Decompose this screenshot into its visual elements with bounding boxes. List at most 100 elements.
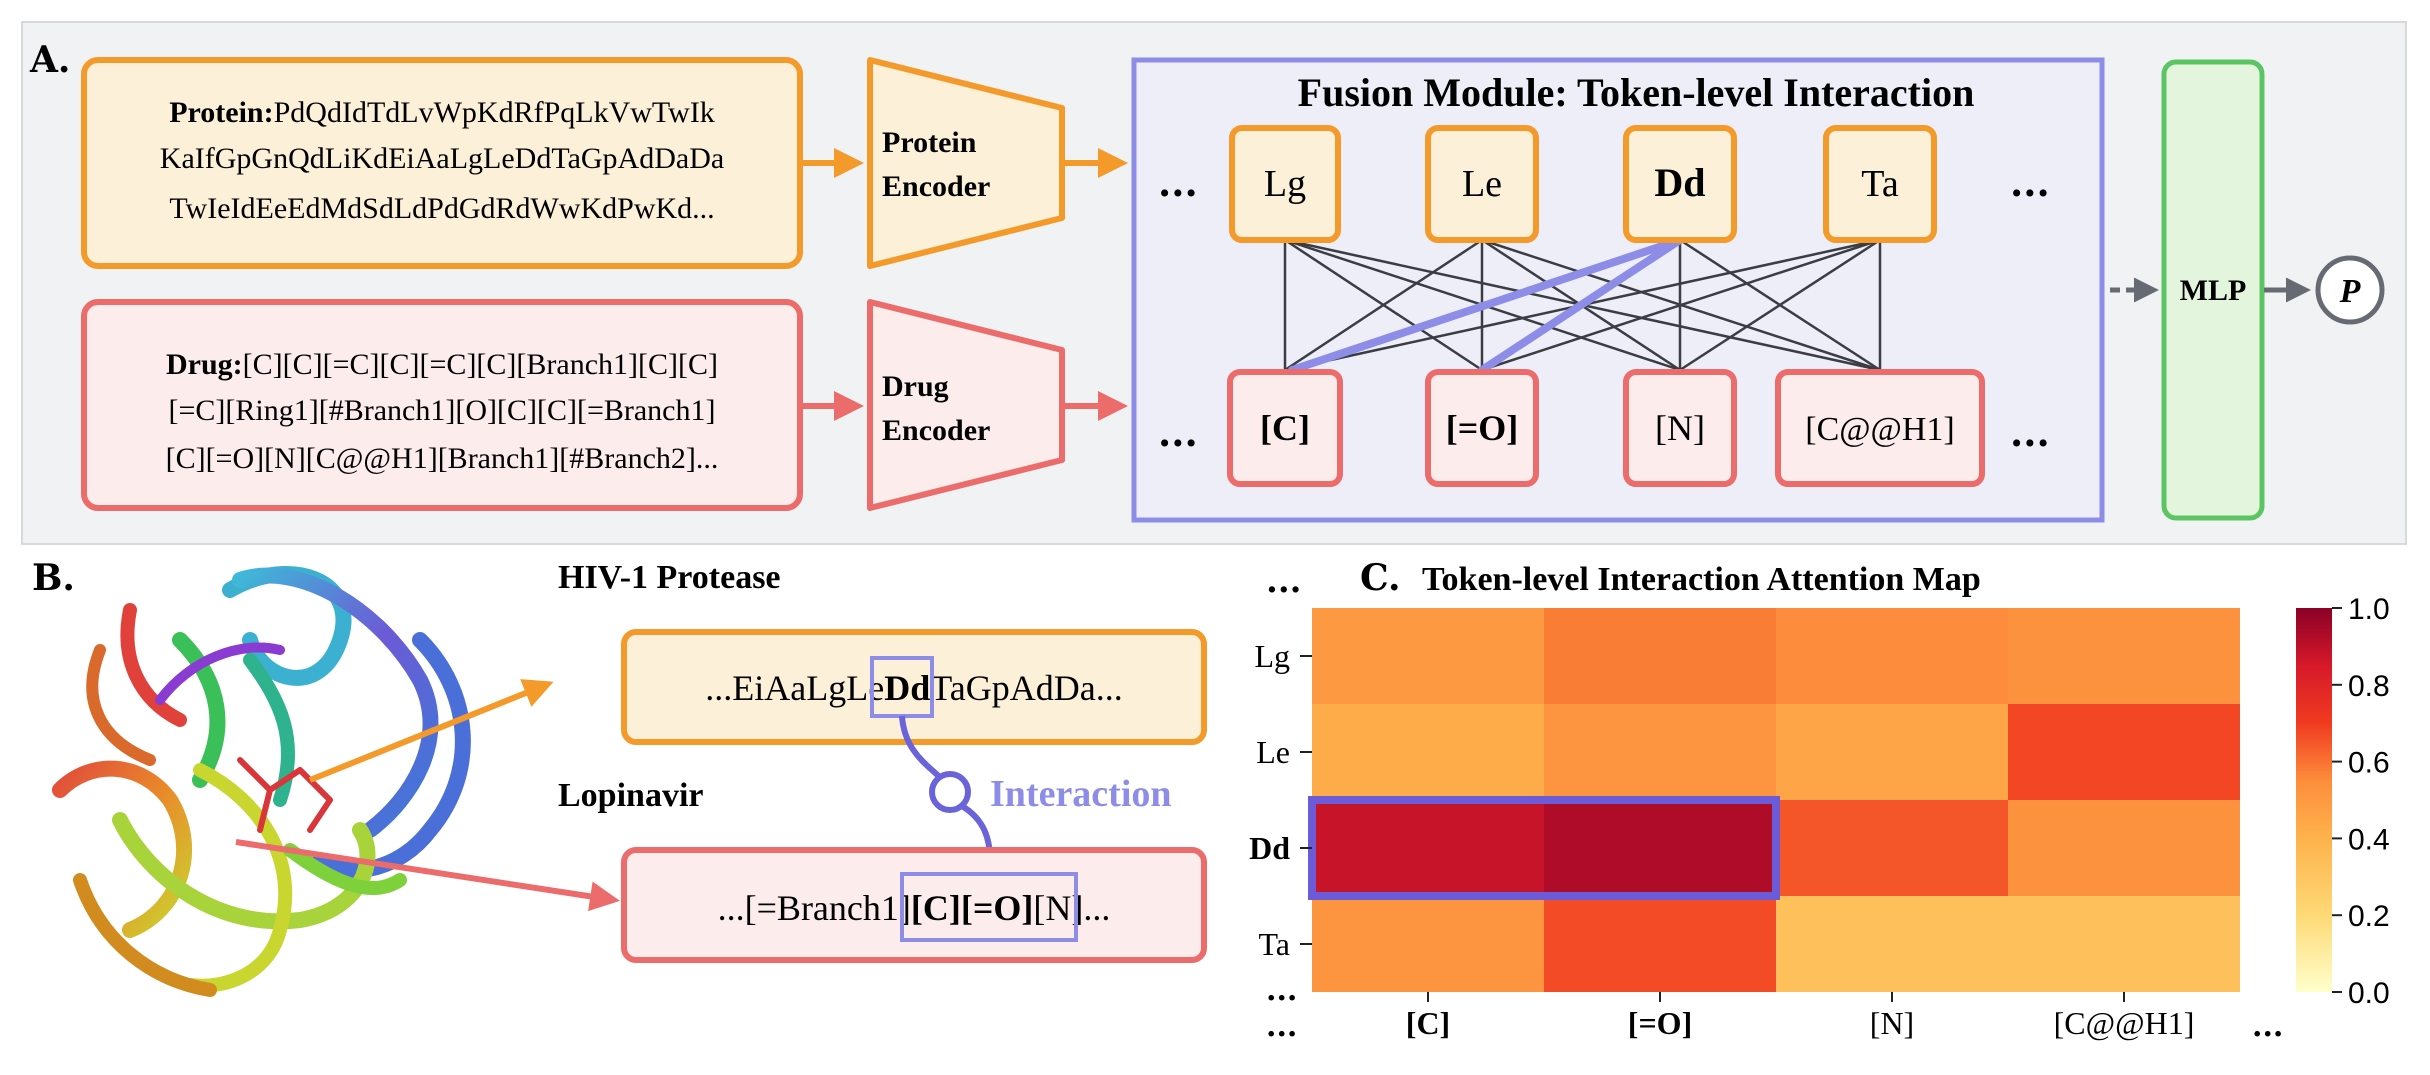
panel-a: A. Protein:PdQdIdTdLvWpKdRfPqLkVwTwIk Ka…	[21, 21, 2407, 545]
colorbar-tick-label: 0.0	[2348, 977, 2390, 1010]
heatmap-column-label: [=O]	[1628, 1005, 1692, 1041]
heatmap-cell	[1544, 704, 1776, 800]
heatmap-row-label: Dd	[1249, 830, 1290, 866]
protein-token-highlighted: Dd	[1654, 160, 1705, 205]
heatmap-row-label: Ta	[1258, 926, 1290, 962]
heatmap-row-label: Le	[1256, 734, 1290, 770]
heatmap-cell	[1776, 800, 2008, 896]
fusion-top-right-ellipsis: ...	[2010, 160, 2050, 205]
drug-sequence-line-3: [C][=O][N][C@@H1][Branch1][#Branch2]...	[166, 442, 719, 475]
output-node	[2315, 255, 2385, 325]
drug-encoder-label-2: Encoder	[882, 414, 990, 447]
protein-encoder-label-1: Protein	[882, 126, 977, 159]
heatmap-row-labels: LgLeDdTa	[1249, 638, 1312, 962]
panel-c-top-ellipsis: ...	[1266, 561, 1302, 601]
drug-subsequence-pre: ...[=Branch1]	[718, 888, 911, 928]
heatmap-cell	[2008, 800, 2240, 896]
drug-pointer-arrow	[235, 839, 620, 912]
heatmap-cell	[1312, 704, 1544, 800]
colorbar	[2296, 608, 2332, 992]
interaction-node	[929, 771, 971, 813]
drug-encoder-label-1: Drug	[882, 370, 949, 403]
colorbar-ticks: 0.0 0.2 0.4 0.6 0.8 1.0	[2332, 593, 2390, 1010]
drug-token: [C@@H1]	[1805, 411, 1955, 448]
panel-b-label: B.	[32, 557, 75, 599]
drug-name: Lopinavir	[558, 777, 703, 814]
heatmap-bottom-row-ellipsis: ...	[1266, 973, 1297, 1008]
drug-sequence-line-1: Drug:[C][C][=C][C][=C][C][Branch1][C][C]	[166, 348, 718, 381]
protein-line1-text: PdQdIdTdLvWpKdRfPqLkVwTwIk	[274, 96, 715, 129]
protein-name: HIV-1 Protease	[558, 559, 781, 596]
drug-subsequence-highlight: [C][=O]	[911, 888, 1033, 928]
protein-structure-illustration	[52, 566, 471, 997]
heatmap-cell	[1312, 608, 1544, 704]
fusion-bottom-left-ellipsis: ...	[1158, 410, 1198, 455]
drug-sequence-box	[81, 299, 803, 511]
heatmap-cell	[2008, 704, 2240, 800]
protein-subsequence-pre: ...EiAaLgLe	[705, 668, 884, 708]
heatmap-cell	[1312, 800, 1544, 896]
panel-c: ... C. Token-level Interaction Attention…	[1249, 557, 2390, 1044]
protein-token-box	[1823, 125, 1937, 243]
colorbar-tick-label: 0.8	[2348, 670, 2390, 703]
heatmap-cells	[1312, 608, 2240, 992]
heatmap-cell	[1544, 800, 1776, 896]
drug-token-box	[1623, 369, 1737, 487]
protein-token-row: Lg Le Dd Ta	[1229, 125, 1937, 243]
protein-token-box	[1623, 125, 1737, 243]
protein-token-box	[1229, 125, 1341, 243]
heatmap-cell	[2008, 608, 2240, 704]
drug-token-highlighted: [=O]	[1446, 408, 1519, 448]
drug-subsequence: ...[=Branch1][C][=O][N]...	[718, 888, 1111, 928]
heatmap-column-label: [C]	[1406, 1005, 1450, 1041]
heatmap-left-ellipsis: ...	[1266, 1009, 1297, 1044]
protein-subsequence-post: TaGpAdDa...	[930, 668, 1122, 708]
heatmap-row-label: Lg	[1254, 638, 1290, 674]
fusion-top-left-ellipsis: ...	[1158, 160, 1198, 205]
drug-subsequence-box	[621, 847, 1207, 963]
protein-token: Ta	[1861, 163, 1899, 205]
panel-b: B. HIV-1 Protease Lopinavir ...EiAaLgLeD…	[32, 557, 1207, 997]
output-label: P	[2339, 273, 2361, 310]
heatmap-cell	[1776, 608, 2008, 704]
protein-sequence-line-1: Protein:PdQdIdTdLvWpKdRfPqLkVwTwIk	[169, 96, 715, 129]
heatmap-cell	[2008, 896, 2240, 992]
drug-encoder	[867, 299, 1065, 511]
protein-encoder	[867, 57, 1065, 269]
drug-prefix: Drug:	[166, 348, 243, 381]
fusion-bottom-right-ellipsis: ...	[2010, 410, 2050, 455]
drug-line1-text: [C][C][=C][C][=C][C][Branch1][C][C]	[243, 348, 718, 381]
heatmap-column-label: [N]	[1870, 1005, 1914, 1041]
protein-subsequence: ...EiAaLgLeDdTaGpAdDa...	[705, 668, 1122, 708]
protein-prefix: Protein:	[169, 96, 273, 129]
colorbar-tick-label: 0.6	[2348, 747, 2390, 780]
colorbar-tick-label: 0.4	[2348, 823, 2390, 856]
protein-sequence-box	[81, 57, 803, 269]
drug-token-box	[1425, 369, 1539, 487]
interaction-label: Interaction	[990, 773, 1172, 815]
mlp-label: MLP	[2180, 274, 2247, 307]
panel-c-label: C.	[1360, 557, 1401, 599]
drug-token: [N]	[1655, 408, 1705, 448]
colorbar-tick-label: 0.2	[2348, 900, 2390, 933]
heatmap-cell	[1776, 704, 2008, 800]
protein-token: Le	[1462, 163, 1502, 205]
drug-token-box	[1775, 369, 1985, 487]
panel-a-label: A.	[29, 39, 70, 81]
drug-token-highlighted: [C]	[1260, 408, 1310, 448]
colorbar-tick-label: 1.0	[2348, 593, 2390, 626]
fusion-module-title: Fusion Module: Token-level Interaction	[1298, 70, 1975, 115]
highlighted-interaction-lines	[1288, 236, 1684, 374]
drug-sequence-line-2: [=C][Ring1][#Branch1][O][C][C][=Branch1]	[168, 394, 715, 427]
protein-pointer-arrow	[308, 679, 554, 783]
heatmap-column-label: [C@@H1]	[2054, 1005, 2195, 1041]
drug-subsequence-post: [N]...	[1033, 888, 1110, 928]
protein-sequence-line-3: TwIeIdEeEdMdSdLdPdGdRdWwKdPwKd...	[169, 192, 714, 225]
protein-sequence-line-2: KaIfGpGnQdLiKdEiAaLgLeDdTaGpAdDaDa	[160, 142, 724, 175]
heatmap-right-ellipsis: ...	[2252, 1009, 2283, 1044]
heatmap-cell	[1312, 896, 1544, 992]
protein-encoder-label-2: Encoder	[882, 170, 990, 203]
protein-subsequence-highlight: Dd	[884, 668, 930, 708]
drug-token-row: [C] [=O] [N] [C@@H1]	[1227, 369, 1985, 487]
mlp-box	[2161, 59, 2265, 521]
